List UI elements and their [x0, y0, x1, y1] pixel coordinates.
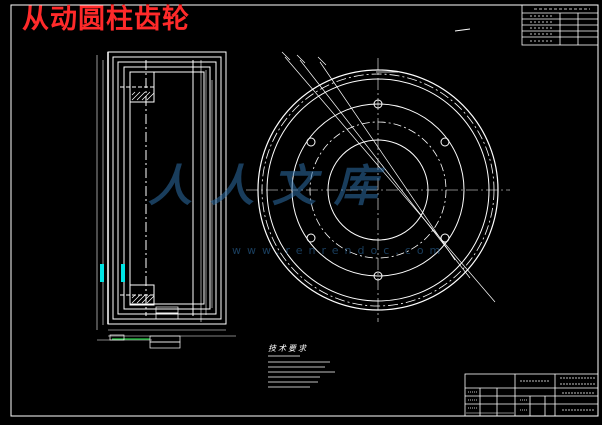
section-view	[107, 51, 227, 325]
leader-lines	[281, 51, 496, 303]
tolerance-frames	[109, 306, 181, 349]
tech-requirements-title: 技术要求	[268, 344, 308, 353]
lightening-holes	[306, 99, 450, 281]
drawing-title: 从动圆柱齿轮	[22, 4, 190, 35]
tech-requirements-lines	[268, 355, 335, 388]
drawing-border	[10, 4, 599, 417]
hatching-top	[131, 91, 155, 101]
roughness-label	[454, 28, 471, 32]
watermark-url: www.renrendoc.com	[232, 244, 447, 257]
gear-front-view	[246, 58, 510, 322]
datum-marker-right	[121, 264, 125, 282]
title-block	[464, 373, 599, 417]
hatching-bottom	[131, 294, 155, 304]
datum-marker-left	[100, 264, 104, 282]
parameter-table	[521, 4, 599, 46]
